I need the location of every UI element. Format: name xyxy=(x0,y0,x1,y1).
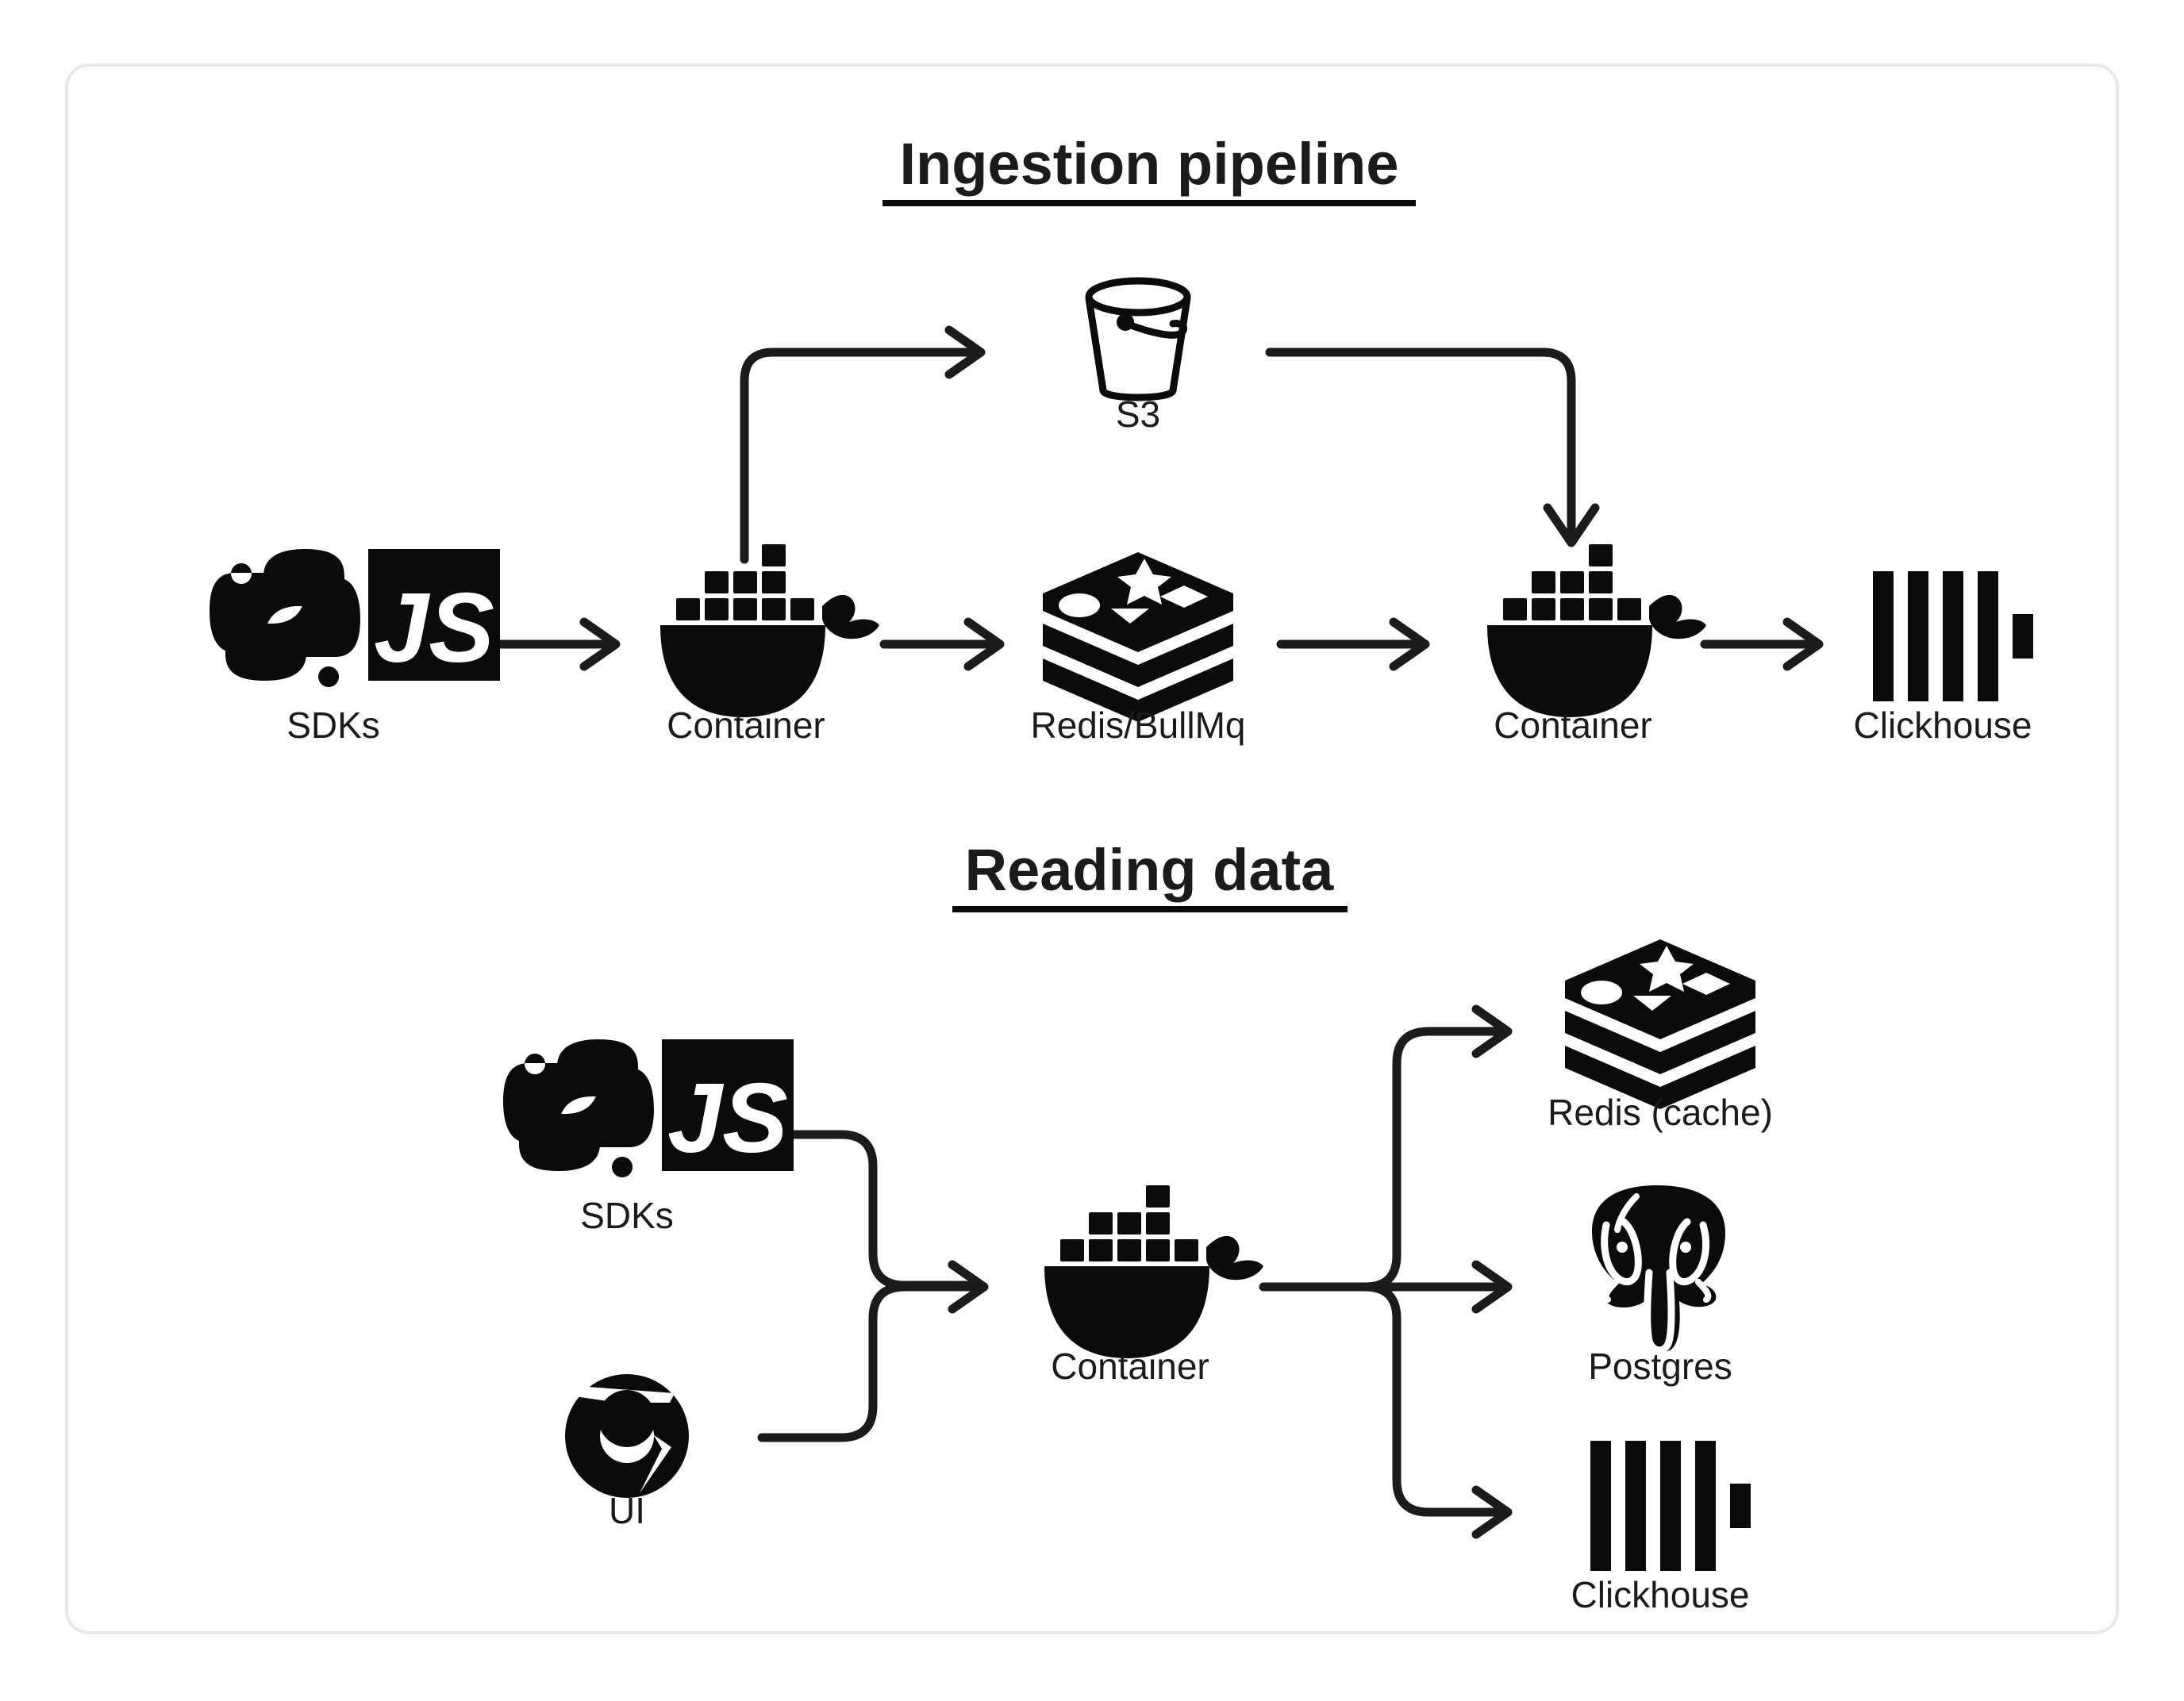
node-sdks-read[interactable]: SDKs xyxy=(503,1039,794,1236)
node-label-container-read: Container xyxy=(1051,1346,1209,1387)
edge-s3-to-container2 xyxy=(1265,347,1576,538)
reading-edges xyxy=(757,1004,1513,1539)
redis-stack-icon xyxy=(1565,939,1755,1109)
node-clickhouse-ingest[interactable]: Clickhouse xyxy=(1854,571,2034,746)
edge-container1-to-s3 xyxy=(740,347,979,564)
edge-s3-to-container2-head xyxy=(1543,503,1600,547)
node-container-read[interactable]: Container xyxy=(1044,1185,1263,1387)
postgres-elephant-icon xyxy=(1584,1179,1733,1361)
edge-container-read-to-redis-cache xyxy=(1360,1027,1506,1292)
edge-redis-to-container2-head xyxy=(1389,617,1430,671)
node-label-clickhouse-ingest: Clickhouse xyxy=(1854,705,2032,746)
edge-container-read-to-clickhouse xyxy=(1360,1282,1506,1517)
clickhouse-bars-icon xyxy=(1873,571,2033,701)
ingestion-title-underline xyxy=(882,200,1416,206)
node-label-container-1: Container xyxy=(667,705,825,746)
s3-bucket-icon xyxy=(1089,281,1187,397)
node-label-redis-bullmq: Redis/BullMq xyxy=(1031,705,1246,746)
node-sdks-ingest[interactable]: SDKs xyxy=(210,549,500,746)
node-redis-cache[interactable]: Redis (cache) xyxy=(1548,939,1773,1133)
edge-container2-to-clickhouse-head xyxy=(1782,617,1824,671)
edge-postgres-head xyxy=(1471,1260,1513,1314)
edge-redis-cache-head xyxy=(1471,1004,1513,1058)
docker-whale-icon xyxy=(1487,544,1706,717)
node-clickhouse-read[interactable]: Clickhouse xyxy=(1571,1441,1751,1615)
ingestion-section-title: Ingestion pipeline xyxy=(882,131,1416,206)
clickhouse-bars-icon xyxy=(1590,1441,1751,1571)
node-s3[interactable]: S3 xyxy=(1089,281,1187,435)
ingestion-edges xyxy=(495,325,1824,671)
reading-title-text: Reading data xyxy=(965,837,1334,903)
edge-sdks-to-container-read xyxy=(757,1130,982,1290)
node-redis-bullmq[interactable]: Redis/BullMq xyxy=(1031,552,1246,746)
node-label-ui: UI xyxy=(609,1490,645,1531)
edge-clickhouse-read-head xyxy=(1471,1485,1513,1539)
node-container-2[interactable]: Container xyxy=(1487,544,1706,746)
redis-stack-icon xyxy=(1043,552,1233,722)
python-js-sdk-icon xyxy=(503,1039,794,1177)
edge-container1-to-s3-head xyxy=(944,325,986,379)
node-label-redis-cache: Redis (cache) xyxy=(1548,1092,1773,1133)
chrome-icon xyxy=(565,1374,689,1498)
node-label-sdks-read: SDKs xyxy=(580,1195,674,1236)
node-label-postgres: Postgres xyxy=(1588,1346,1732,1387)
docker-whale-icon xyxy=(660,544,879,717)
edge-container1-to-redis-head xyxy=(963,617,1005,671)
node-label-container-2: Container xyxy=(1494,705,1651,746)
node-label-s3: S3 xyxy=(1116,394,1160,435)
node-label-sdks-ingest: SDKs xyxy=(286,705,380,746)
edge-sdks-to-container1-head xyxy=(579,617,621,671)
python-js-sdk-icon xyxy=(210,549,500,687)
docker-whale-icon xyxy=(1044,1185,1263,1358)
reading-section-title: Reading data xyxy=(952,837,1348,912)
node-postgres[interactable]: Postgres xyxy=(1584,1179,1733,1387)
edge-ui-to-container-read xyxy=(757,1282,982,1442)
ingestion-title-text: Ingestion pipeline xyxy=(899,131,1398,197)
node-container-1[interactable]: Container xyxy=(660,544,879,746)
reading-title-underline xyxy=(952,906,1348,912)
node-label-clickhouse-read: Clickhouse xyxy=(1571,1574,1750,1615)
node-ui[interactable]: UI xyxy=(565,1374,689,1531)
edge-merge-head xyxy=(948,1260,989,1314)
